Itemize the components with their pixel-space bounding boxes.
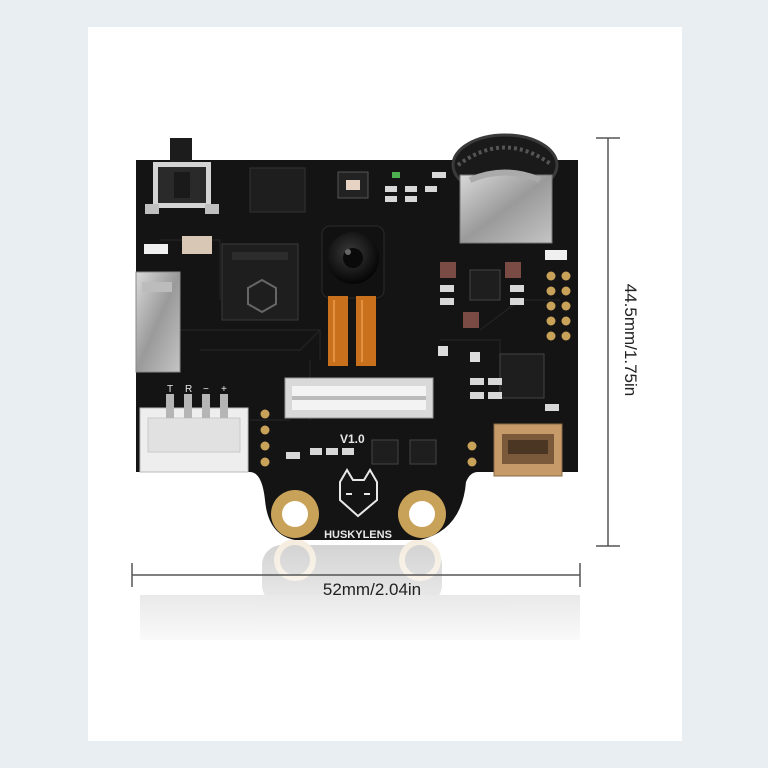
smd-components-right — [438, 250, 567, 411]
pin-label-r: R — [185, 384, 192, 395]
ic-chip-top — [249, 167, 306, 213]
gold-test-pads — [260, 271, 571, 467]
led-white-left — [144, 244, 168, 254]
husky-logo-icon — [339, 468, 378, 518]
tactile-button — [145, 138, 219, 214]
smd-components-bottom — [286, 439, 437, 465]
crystal — [182, 236, 212, 254]
height-dimension-label: 44.5mm/1.75in — [621, 283, 640, 397]
micro-usb-port — [493, 423, 563, 477]
metal-slot — [135, 271, 181, 373]
mounting-hole-left — [271, 490, 319, 538]
mounting-hole-right — [398, 490, 446, 538]
uart-connector — [139, 394, 249, 473]
smd-components-top — [337, 171, 446, 202]
pin-label-vcc: + — [221, 384, 227, 395]
main-processor-chip — [221, 243, 299, 321]
version-label: V1.0 — [340, 432, 365, 446]
camera-module — [321, 225, 385, 299]
height-dimension-line — [596, 137, 620, 547]
pin-label-gnd: − — [203, 384, 209, 395]
rotary-encoder — [451, 133, 559, 244]
width-dimension-label: 52mm/2.04in — [322, 580, 422, 599]
pin-label-t: T — [167, 384, 173, 395]
fpc-connector — [284, 377, 434, 419]
width-dimension-line — [131, 563, 581, 587]
brand-label: HUSKYLENS — [324, 529, 392, 541]
camera-ribbon — [328, 296, 376, 366]
